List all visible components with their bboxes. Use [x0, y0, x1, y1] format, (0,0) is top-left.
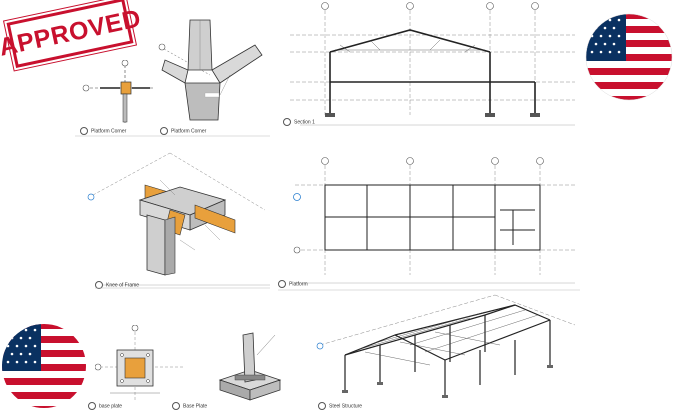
us-flag-icon — [2, 324, 86, 408]
knee-of-frame-caption: Knee of Frame — [95, 281, 139, 289]
steel-structure-caption: Steel Structure — [318, 402, 362, 410]
platform-caption: Platform — [278, 280, 308, 288]
platform-corner-view-1 — [82, 60, 155, 125]
base-plate-plan-view — [95, 325, 185, 400]
section-view — [290, 2, 575, 126]
base-plate-view — [218, 332, 282, 401]
knee-of-frame-view — [87, 152, 270, 286]
platform-corner-caption-2: Platform Corner — [160, 127, 206, 135]
us-flag-icon — [585, 13, 673, 101]
section-caption: Section 1 — [283, 118, 315, 126]
platform-corner-caption-1: Platform Corner — [80, 127, 126, 135]
steel-structure-view — [316, 294, 576, 398]
base-plate-caption: Base Plate — [172, 402, 207, 410]
platform-corner-view-2 — [158, 19, 263, 121]
platform-plan-view — [293, 157, 575, 284]
base-plate-plan-caption: base plate — [88, 402, 122, 410]
